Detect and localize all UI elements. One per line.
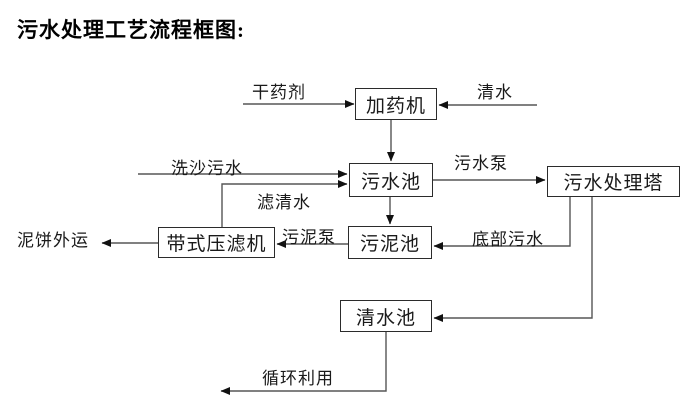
connector-filtered-water-to-sewage-pool <box>221 180 348 227</box>
node-belt-filter-press: 带式压滤机 <box>158 227 275 258</box>
edge-label-sludge-pump: 污泥泵 <box>282 228 336 247</box>
node-dosing-machine: 加药机 <box>355 88 437 120</box>
edge-label-dry-agent: 干药剂 <box>252 83 306 102</box>
diagram-title: 污水处理工艺流程框图: <box>17 18 245 42</box>
edge-label-clean-water: 清水 <box>477 83 513 102</box>
connector-tower-to-clean-pool <box>433 197 593 322</box>
edge-label-bottom-sewage: 底部污水 <box>472 230 544 249</box>
edge-label-filtered-water: 滤清水 <box>257 193 311 212</box>
edge-label-sand-washing-sewage: 洗沙污水 <box>171 159 243 178</box>
node-sewage-treatment-tower: 污水处理塔 <box>547 166 680 197</box>
edge-label-sewage-pump: 污水泵 <box>454 154 508 173</box>
connector-bottom-sewage-to-sludge-pool <box>433 197 571 250</box>
node-sewage-pool: 污水池 <box>349 163 433 197</box>
connector-clean-pool-to-recycle <box>220 332 387 395</box>
edge-label-recycle-use: 循环利用 <box>262 369 334 388</box>
node-sludge-pool: 污泥池 <box>348 226 432 259</box>
node-clean-water-pool: 清水池 <box>340 300 432 332</box>
edge-label-mud-cake-outbound: 泥饼外运 <box>17 231 89 250</box>
